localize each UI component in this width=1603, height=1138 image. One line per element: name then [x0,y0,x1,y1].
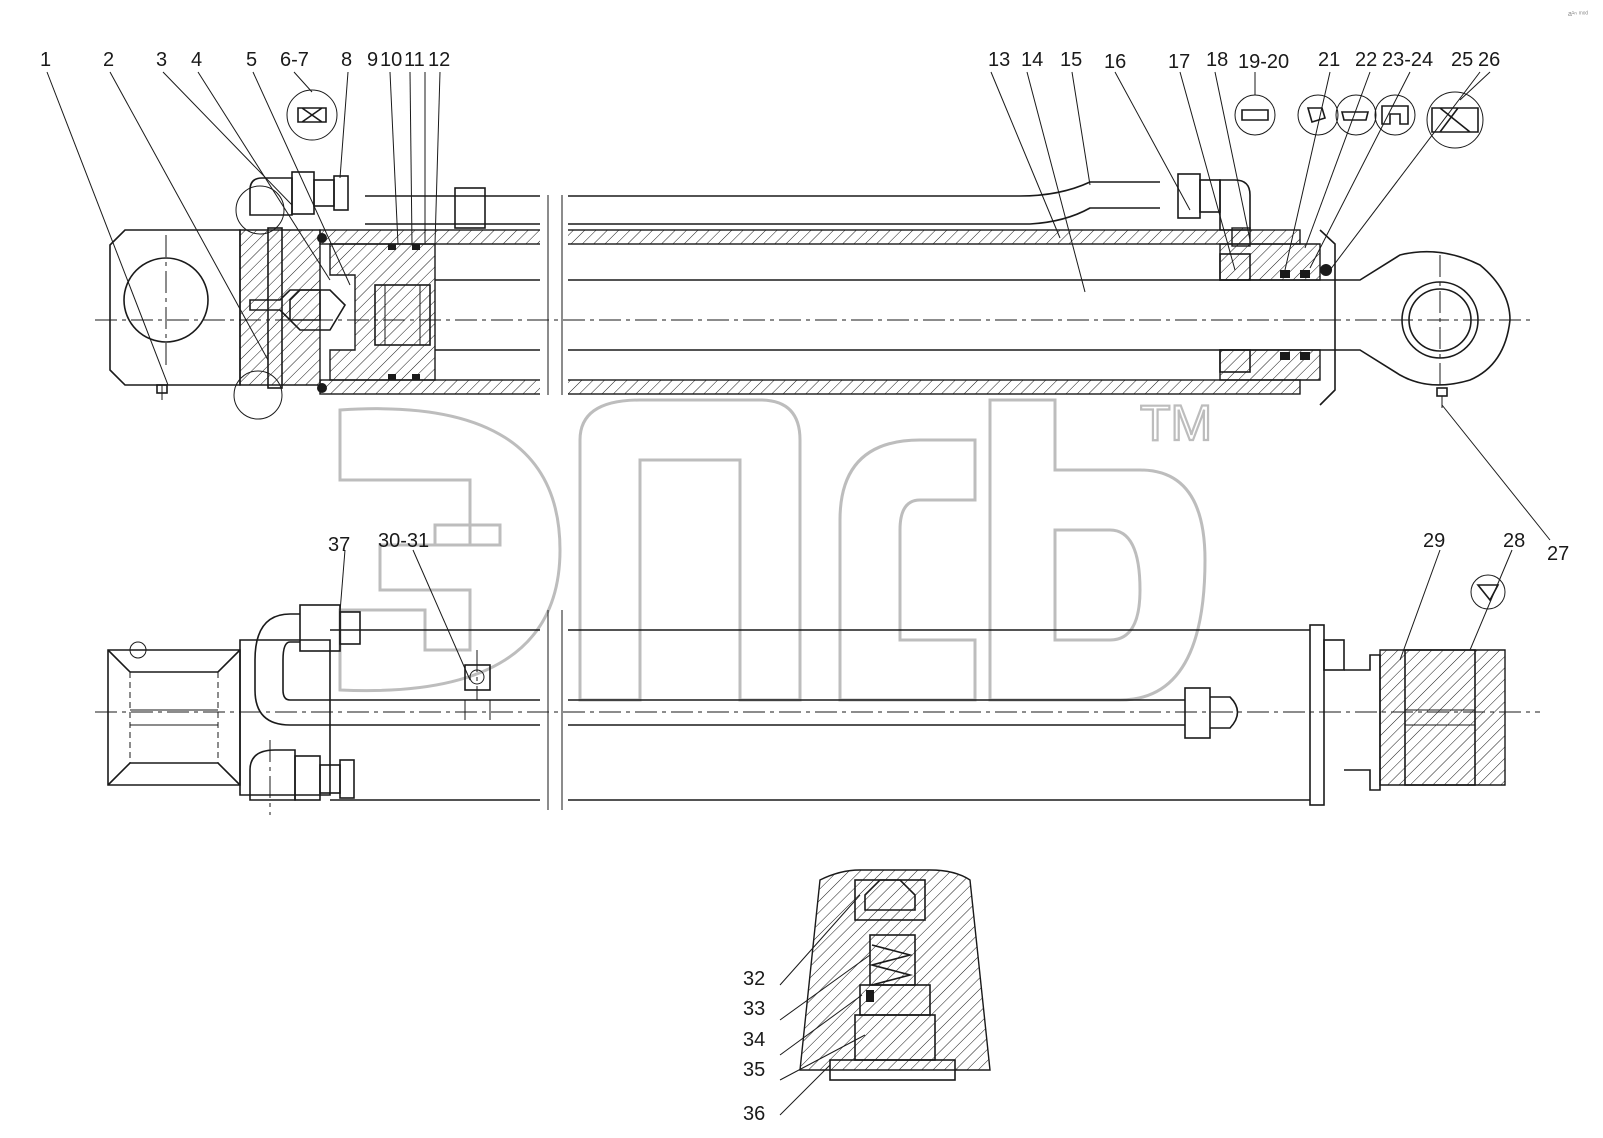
elbow-fitting-rear [249,171,349,216]
callout-9: 9 [367,49,378,71]
callout-36: 36 [743,1103,765,1125]
callout-8: 8 [341,49,352,71]
callout-16: 16 [1104,51,1126,73]
callout-30-31: 30-31 [378,530,429,552]
callout-33: 33 [743,998,765,1020]
callout-28: 28 [1503,530,1525,552]
callout-11: 11 [404,49,425,71]
callout-6-7: 6-7 [280,49,309,71]
valve-detail [779,869,991,1116]
callout-34: 34 [743,1029,765,1051]
callout-18: 18 [1206,49,1228,71]
callout-15: 15 [1060,49,1082,71]
trademark-text: TM [1140,395,1212,451]
callout-27: 27 [1547,543,1569,565]
section-view [46,71,1551,541]
callout-37: 37 [328,534,350,556]
callout-13: 13 [988,49,1010,71]
callout-32: 32 [743,968,765,990]
detail-bubbles-top [286,89,1484,149]
plan-view [95,549,1540,815]
cylinder-tube [319,195,1301,400]
callout-5: 5 [246,49,257,71]
leader-lines-top [46,71,1551,541]
callout-numbers: 1 2 3 4 5 6-7 8 9 10 11 12 13 14 15 16 1… [40,49,1569,1125]
callout-23-24: 23-24 [1382,49,1433,71]
piston [329,243,436,381]
cylinder-bottom [239,229,321,386]
callout-14: 14 [1021,49,1043,71]
callout-10: 10 [380,49,402,71]
callout-29: 29 [1423,530,1445,552]
callout-26: 26 [1478,49,1500,71]
piston-rod [435,279,1340,351]
external-pipe [365,181,1160,229]
elbow-fitting-head [1177,173,1251,247]
callout-12: 12 [428,49,450,71]
callout-35: 35 [743,1059,765,1081]
callout-21: 21 [1318,49,1340,71]
callout-22: 22 [1355,49,1377,71]
callout-2: 2 [103,49,114,71]
callout-17: 17 [1168,51,1190,73]
callout-4: 4 [191,49,202,71]
callout-1: 1 [40,49,51,71]
rod-eye [1340,250,1511,408]
callout-25: 25 [1451,49,1473,71]
watermark-logo: TM [338,394,1213,702]
rear-clevis [109,229,241,400]
callout-19-20: 19-20 [1238,51,1289,73]
corner-mark: a¹ⁿ ᵐᵒᵈ [1568,11,1588,18]
callout-3: 3 [156,49,167,71]
